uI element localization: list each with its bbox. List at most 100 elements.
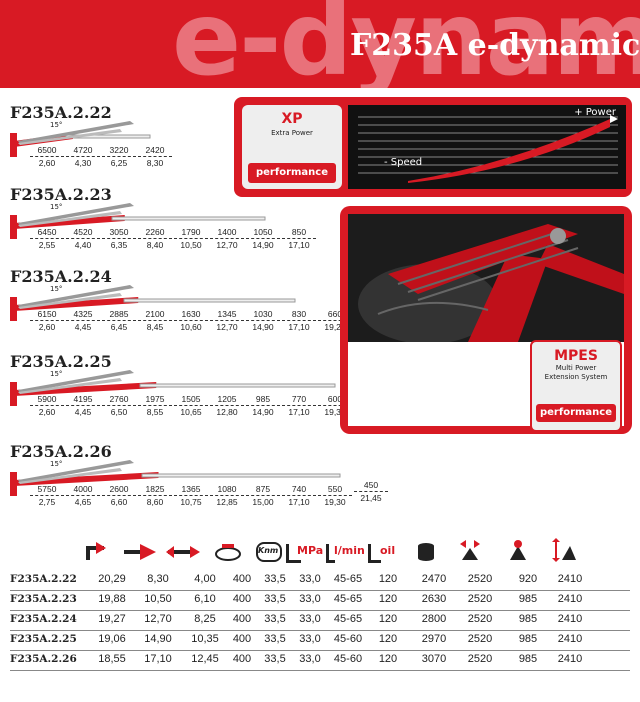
xp-subtitle: Extra Power [271, 129, 313, 137]
table-cell: 2520 [467, 633, 493, 645]
load-distance: 14,90 [252, 240, 274, 250]
table-cell: 120 [378, 653, 398, 665]
table-cell: 6,10 [194, 593, 216, 605]
load-distance: 19,30 [324, 497, 346, 507]
table-cell: 12,70 [144, 613, 172, 625]
load-distance: 8,30 [146, 158, 164, 168]
crane-photo [348, 214, 624, 342]
xp-power-chart: + Power - Speed [348, 105, 626, 189]
mpes-badge: MPES Multi Power Extension System perfor… [530, 340, 622, 432]
xp-panel: XP Extra Power performance + Power - Spe… [234, 97, 632, 197]
load-distance: 8,60 [146, 497, 164, 507]
table-cell: 45-65 [333, 573, 363, 585]
load-kg: 4000 [66, 484, 100, 496]
load-kg: 3220 [102, 145, 136, 157]
mpes-performance-label: performance [536, 404, 616, 422]
table-cell: 12,45 [191, 653, 219, 665]
table-cell: 20,29 [98, 573, 126, 585]
load-distance: 2,60 [38, 158, 56, 168]
table-cell: 19,06 [98, 633, 126, 645]
load-distance: 10,60 [180, 322, 202, 332]
table-cell: 33,5 [264, 653, 286, 665]
table-cell: 33,0 [299, 653, 321, 665]
table-cell: 8,25 [194, 613, 216, 625]
table-cell: 19,27 [98, 613, 126, 625]
load-kg: 1975 [138, 394, 172, 406]
outreach-icon [124, 544, 156, 560]
xp-badge: XP Extra Power performance [242, 105, 342, 189]
width-folded-icon [460, 540, 480, 560]
load-kg: 740 [282, 484, 316, 496]
crane-diagram [10, 121, 151, 157]
table-cell: 33,0 [299, 593, 321, 605]
load-distance: 12,85 [216, 497, 238, 507]
load-kg: 2260 [138, 227, 172, 239]
load-kg: 550 [318, 484, 352, 496]
load-distance: 4,45 [74, 407, 92, 417]
model-name: F235A.2.23 [10, 185, 112, 204]
load-distance: 4,65 [74, 497, 92, 507]
load-kg: 4720 [66, 145, 100, 157]
load-distance: 6,35 [110, 240, 128, 250]
mpes-panel: MPES Multi Power Extension System perfor… [340, 206, 632, 434]
load-distance: 17,10 [288, 497, 310, 507]
load-distance: 6,45 [110, 322, 128, 332]
boom-angle-label: 15° [50, 285, 63, 293]
table-cell: 985 [518, 593, 538, 605]
load-distance: 15,00 [252, 497, 274, 507]
model-name: F235A.2.26 [10, 442, 112, 461]
table-cell: 33,0 [299, 573, 321, 585]
load-distance: 14,90 [252, 322, 274, 332]
load-distance: 4,40 [74, 240, 92, 250]
load-kg: 875 [246, 484, 280, 496]
load-kg: 1505 [174, 394, 208, 406]
load-distance: 4,30 [74, 158, 92, 168]
model-name: F235A.2.25 [10, 352, 112, 371]
load-kg: 1205 [210, 394, 244, 406]
table-cell: 18,55 [98, 653, 126, 665]
load-distance: 19,30 [324, 407, 346, 417]
table-cell: 400 [232, 613, 252, 625]
table-cell: 45-65 [333, 613, 363, 625]
xp-title: XP [281, 111, 303, 127]
table-cell: 2410 [557, 613, 583, 625]
load-distance: 12,70 [216, 322, 238, 332]
table-cell: 14,90 [144, 633, 172, 645]
row-model-name: F235A.2.25 [10, 633, 77, 645]
table-cell: 17,10 [144, 653, 172, 665]
load-distance: 19,25 [324, 322, 346, 332]
mpes-line1: Multi Power [555, 364, 597, 372]
hydraulic-outreach-icon [166, 546, 200, 558]
load-kg: 2760 [102, 394, 136, 406]
load-distance: 10,75 [180, 497, 202, 507]
row-model-name: F235A.2.26 [10, 653, 77, 665]
spec-icons [86, 542, 241, 561]
spec-icon-row: Knm MPa l/min oil [0, 538, 640, 566]
table-cell: 33,0 [299, 633, 321, 645]
load-distance: 14,90 [252, 407, 274, 417]
table-cell: 2970 [421, 633, 447, 645]
load-distance: 2,60 [38, 322, 56, 332]
table-cell: 2800 [421, 613, 447, 625]
table-cell: 2410 [557, 573, 583, 585]
